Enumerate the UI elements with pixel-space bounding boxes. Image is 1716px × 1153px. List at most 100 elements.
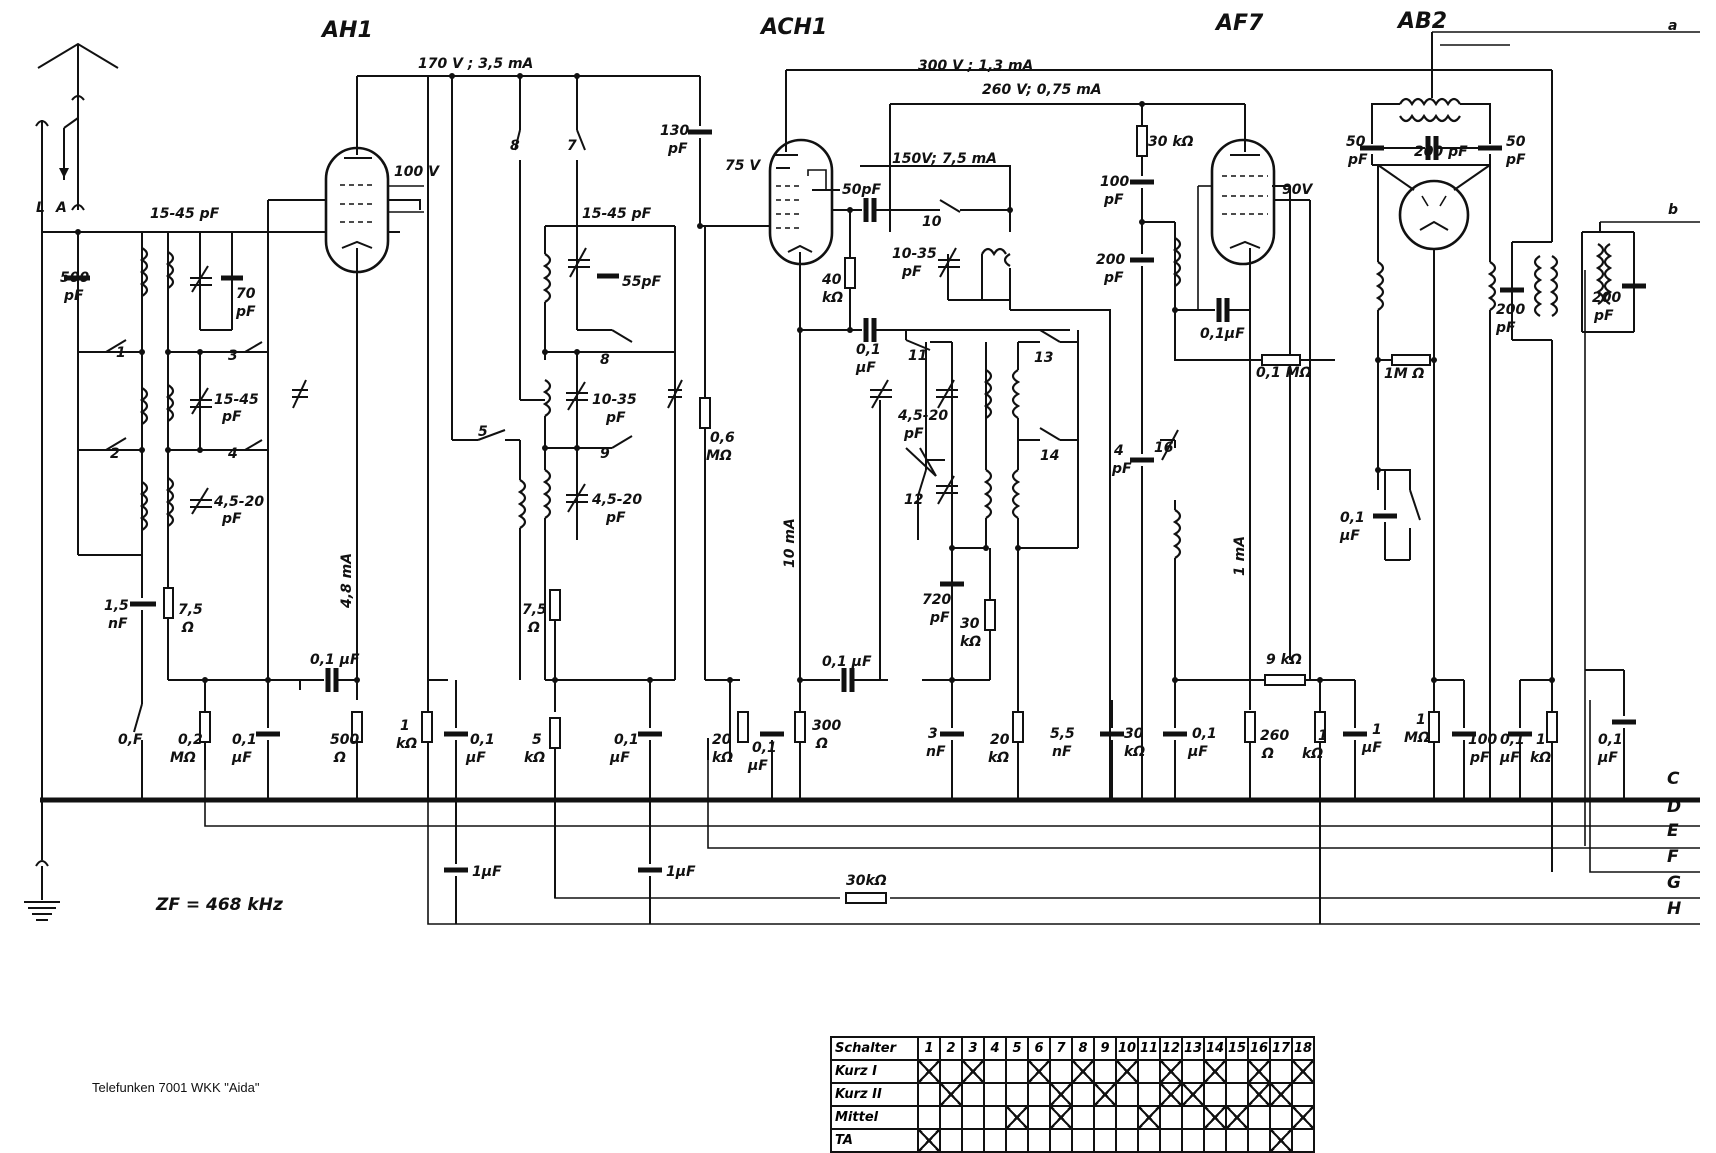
switch-table-cell-closed bbox=[1247, 1082, 1271, 1107]
bus-label-c: C bbox=[1667, 769, 1680, 789]
switch-label-1: 1 bbox=[116, 345, 126, 361]
label-c15_45c: 15-45 pF bbox=[582, 206, 652, 222]
switch-table-cell-closed bbox=[917, 1128, 941, 1153]
switch-table-cell-closed bbox=[917, 1059, 941, 1084]
label-c1_5n-value: 1,5 bbox=[104, 598, 129, 614]
switch-table-cell-open bbox=[1181, 1128, 1205, 1153]
label-r20k_b-unit: kΩ bbox=[988, 750, 1009, 766]
label-r30k_d-value: 30 bbox=[1124, 726, 1144, 742]
switch-table-column-2: 2 bbox=[939, 1036, 963, 1061]
label-c200d-unit: pF bbox=[1593, 308, 1614, 324]
label-r5k-value: 5 bbox=[532, 732, 542, 748]
label-c1u_b: 1µF bbox=[666, 864, 696, 880]
switch-table-cell-open bbox=[1005, 1128, 1029, 1153]
label-c10_35a-unit: pF bbox=[605, 410, 626, 426]
label-r1m_b-unit: MΩ bbox=[1404, 730, 1430, 746]
switch-table-row-label: Kurz I bbox=[830, 1059, 919, 1084]
label-r1k_b-value: 1 bbox=[1318, 728, 1328, 744]
switch-table-cell-closed bbox=[1247, 1059, 1271, 1084]
label-c10_35a-value: 10-35 bbox=[592, 392, 637, 408]
label-c100-value: 100 bbox=[1100, 174, 1129, 190]
tube-ah1 bbox=[299, 75, 700, 800]
switch-table-cell-open bbox=[1291, 1082, 1315, 1107]
label-r30k_d-unit: kΩ bbox=[1124, 744, 1145, 760]
switch-table-cell-open bbox=[1247, 1105, 1271, 1130]
label-c0_1f-value: 0,1 bbox=[856, 342, 881, 358]
switch-label-10: 10 bbox=[922, 214, 942, 230]
label-c0_1j-unit: µF bbox=[1339, 528, 1360, 544]
switch-table-column-16: 16 bbox=[1247, 1036, 1271, 1061]
label-r300-unit: Ω bbox=[815, 736, 828, 752]
label-c0_1j-value: 0,1 bbox=[1340, 510, 1365, 526]
bus-label-a: a bbox=[1668, 18, 1677, 34]
switch-table-column-5: 5 bbox=[1005, 1036, 1029, 1061]
switch-table-cell-open bbox=[961, 1105, 985, 1130]
switch-table-cell-open bbox=[1071, 1128, 1095, 1153]
switch-table-cell-open bbox=[1115, 1128, 1139, 1153]
label-r20k_a-unit: kΩ bbox=[712, 750, 733, 766]
antenna-coil-section bbox=[42, 229, 400, 800]
label-c500-value: 500 bbox=[60, 270, 89, 286]
bus-label-f: F bbox=[1667, 847, 1679, 867]
label-r9k: 9 kΩ bbox=[1266, 652, 1302, 668]
label-c4_5_20b-value: 4,5-20 bbox=[591, 492, 642, 508]
switch-table-cell-open bbox=[1071, 1082, 1095, 1107]
label-r30k_b: 30kΩ bbox=[846, 873, 887, 889]
switch-table-cell-closed bbox=[1291, 1105, 1315, 1130]
switch-label-5: 5 bbox=[478, 424, 488, 440]
label-r5k-unit: kΩ bbox=[524, 750, 545, 766]
switch-table-cell-closed bbox=[1159, 1059, 1183, 1084]
switch-table-cell-closed bbox=[1291, 1059, 1315, 1084]
label-c0_1e-unit: µF bbox=[747, 758, 768, 774]
switch-table-row: Kurz I bbox=[830, 1059, 1315, 1084]
switch-table-cell-open bbox=[1115, 1105, 1139, 1130]
switch-table-cell-open bbox=[1203, 1128, 1227, 1153]
label-r0_1m: 0,1 MΩ bbox=[1256, 365, 1312, 381]
switch-label-12: 12 bbox=[904, 492, 923, 508]
label-zf-frequency: ZF = 468 kHz bbox=[155, 895, 283, 915]
switch-table-cell-closed bbox=[1093, 1082, 1117, 1107]
switch-table-cell-open bbox=[1005, 1059, 1029, 1084]
switch-label-16: 16 bbox=[1154, 440, 1174, 456]
label-r40k-unit: kΩ bbox=[822, 290, 843, 306]
label-c500-unit: pF bbox=[63, 288, 84, 304]
label-c4_5_20c-unit: pF bbox=[903, 426, 924, 442]
switch-table-cell-closed bbox=[1049, 1082, 1073, 1107]
label-r7_5a-unit: Ω bbox=[181, 620, 194, 636]
switch-label-14: 14 bbox=[1040, 448, 1059, 464]
switch-table-column-10: 10 bbox=[1115, 1036, 1139, 1061]
switch-table-cell-closed bbox=[1181, 1082, 1205, 1107]
label-c100b-unit: pF bbox=[1469, 750, 1490, 766]
label-c0_1a-unit: µF bbox=[231, 750, 252, 766]
label-c0_1g: 0,1 µF bbox=[822, 654, 872, 670]
switch-label-8-top: 8 bbox=[510, 138, 520, 154]
label-v90: 90V bbox=[1282, 182, 1313, 198]
switch-table-cell-open bbox=[1093, 1128, 1117, 1153]
label-c200c-unit: pF bbox=[1495, 320, 1516, 336]
switch-table-cell-open bbox=[1269, 1105, 1293, 1130]
label-r260-value: 260 bbox=[1260, 728, 1289, 744]
resistor-30k-bus-g bbox=[845, 892, 887, 904]
label-c0_1d-unit: µF bbox=[609, 750, 630, 766]
switch-table-cell-closed bbox=[1115, 1059, 1139, 1084]
switch-table-cell-closed bbox=[939, 1082, 963, 1107]
label-c4_5_20b-unit: pF bbox=[605, 510, 626, 526]
tube-label-af7: AF7 bbox=[1214, 11, 1264, 36]
switch-label-7: 7 bbox=[567, 138, 577, 154]
switch-table-cell-open bbox=[1005, 1082, 1029, 1107]
switch-table-header-label: Schalter bbox=[830, 1036, 919, 1061]
switch-table-row: TA bbox=[830, 1128, 1315, 1153]
label-c55: 55pF bbox=[622, 274, 662, 290]
switch-table-column-12: 12 bbox=[1159, 1036, 1183, 1061]
antenna-label-a: A bbox=[55, 200, 67, 216]
switch-table-cell-open bbox=[1027, 1082, 1051, 1107]
label-r0_2m-unit: MΩ bbox=[170, 750, 196, 766]
label-c720-unit: pF bbox=[929, 610, 950, 626]
label-current-af7: 1 mA bbox=[1232, 536, 1248, 576]
switch-table-cell-open bbox=[1203, 1082, 1227, 1107]
label-c3n-unit: nF bbox=[926, 744, 946, 760]
label-c50b-unit: pF bbox=[1505, 152, 1526, 168]
